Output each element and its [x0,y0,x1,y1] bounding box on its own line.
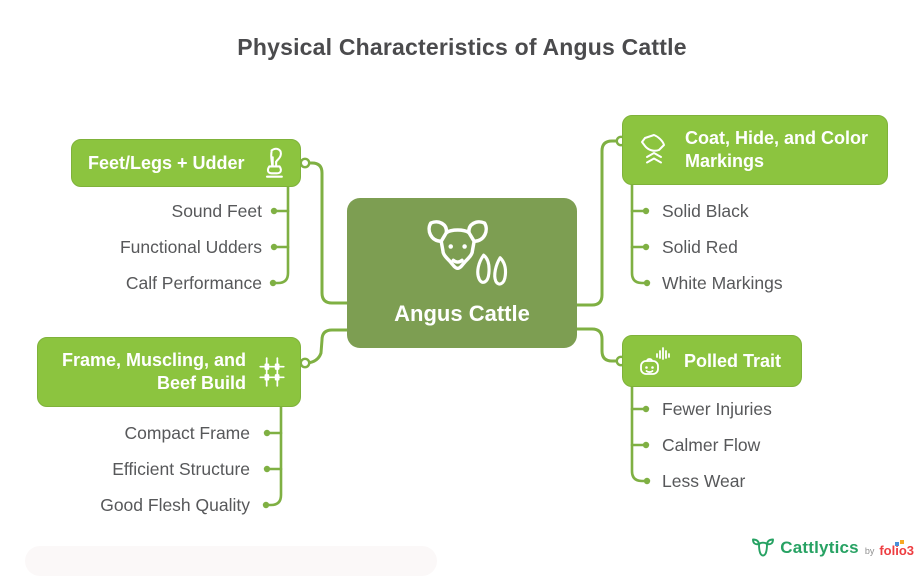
tree-coat [630,181,646,285]
list-item: Less Wear [662,471,746,491]
list-item: Functional Udders [119,237,262,257]
list-item: Compact Frame [124,423,250,443]
watermark-blob [25,546,437,576]
item-dot [263,429,271,437]
item-dot [262,501,270,509]
center-node-label: Angus Cattle [394,301,530,326]
item-dot [642,207,650,215]
branch-node-feet-legs-udder: Feet/Legs + Udder [71,139,301,187]
tree-feet [274,185,290,285]
tree-frame [267,405,283,507]
folio3-blue-square [895,541,900,546]
connector-frame-center [305,328,350,365]
list-item: Efficient Structure [112,459,250,479]
item-dot [643,477,651,485]
center-node-angus-cattle: Angus Cattle [347,198,577,348]
folio3-orange-square [900,539,905,544]
leg-hoof-icon [262,147,288,179]
item-dot [270,207,278,215]
cow-hide-icon [637,131,673,169]
branch-label: Polled Trait [684,350,782,371]
port-frame [299,357,311,369]
connector-center-coat [574,139,619,307]
branch-node-frame-muscling: Frame, Muscling, and Beef Build [37,337,301,407]
item-dot [642,441,650,449]
item-dot [263,465,271,473]
list-item: Sound Feet [171,201,262,221]
brand-by: by [864,546,875,556]
branch-node-coat-hide-color: Coat, Hide, and Color Markings [622,115,888,185]
list-item: Calmer Flow [662,435,761,455]
item-dot [642,243,650,251]
list-item: Solid Red [662,237,738,257]
list-item: White Markings [662,273,783,293]
branch-label: Frame, Muscling, and Beef Build [61,350,246,393]
connector-feet-center [305,161,350,305]
item-dot [642,405,650,413]
folio3-text: folio3 [879,542,914,558]
brand-name: Cattlytics [780,538,859,557]
tree-polled [630,385,646,483]
cow-head-hoofprint-icon [410,210,514,296]
branch-label: Coat, Hide, and Color Markings [685,128,869,171]
polled-head-soundwave-icon [637,345,673,377]
item-dot [643,279,651,287]
port-feet [299,157,311,169]
item-dot [269,279,277,287]
connector-center-polled [574,327,619,363]
item-dot [270,243,278,251]
list-item: Calf Performance [125,273,262,293]
footer-logo: Cattlytics by folio3 [751,538,914,558]
branch-label: Feet/Legs + Udder [88,152,245,173]
list-item: Good Flesh Quality [100,495,250,515]
list-item: Fewer Injuries [662,399,772,419]
frame-structure-icon [256,356,288,388]
folio3-logo: folio3 [879,539,914,558]
branch-node-polled-trait: Polled Trait [622,335,802,387]
page-title: Physical Characteristics of Angus Cattle [237,34,687,60]
cattlytics-bull-icon [751,538,775,558]
list-item: Solid Black [662,201,749,221]
